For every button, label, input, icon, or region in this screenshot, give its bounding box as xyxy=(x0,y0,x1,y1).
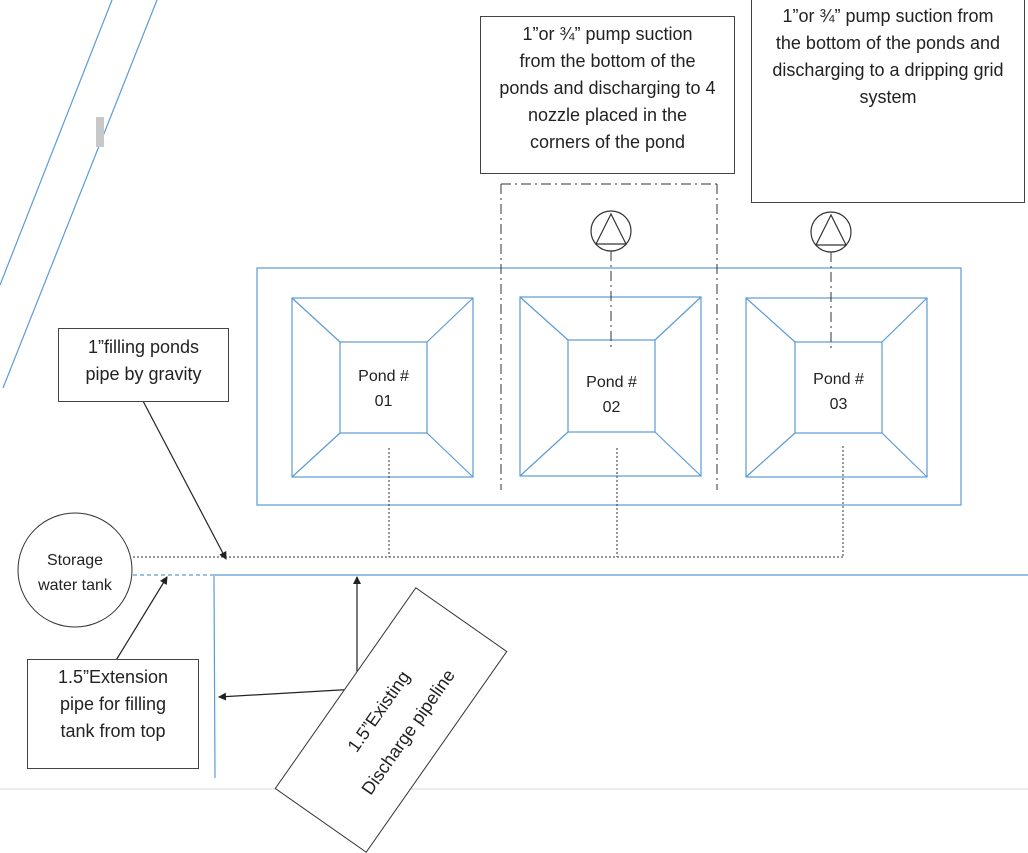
callout-line: tank from top xyxy=(60,721,166,741)
tank-label: Storage water tank xyxy=(18,548,132,598)
pond-layout-diagram xyxy=(0,0,1028,790)
pond-label-line: Pond # xyxy=(586,374,637,391)
pond-01 xyxy=(291,297,474,478)
callout-line: ponds and discharging to 4 xyxy=(499,78,716,98)
pond-03 xyxy=(745,297,928,478)
pond-label-line: 01 xyxy=(374,393,393,410)
road-line-right xyxy=(2,0,158,389)
pond-label-03: Pond # 03 xyxy=(795,367,882,417)
callout-line: pipe for filling xyxy=(59,694,167,714)
pump-icon xyxy=(590,210,632,252)
callout-line: 1”or ¾” pump suction from xyxy=(782,6,994,26)
pond-label-02: Pond # 02 xyxy=(568,370,655,420)
pond-label-line: Pond # xyxy=(358,368,409,385)
callout-line: from the bottom of the xyxy=(519,51,696,71)
arrow-discharge-left xyxy=(218,688,358,701)
pond-label-line: 02 xyxy=(602,399,621,416)
pond-label-line: Pond # xyxy=(813,371,864,388)
callout-line: the bottom of the ponds and xyxy=(775,33,1001,53)
callout-line: 1”filling ponds xyxy=(87,337,200,357)
callout-line: system xyxy=(859,87,917,107)
callout-pump-pond-02: 1”or ¾” pump suction from the bottom of … xyxy=(480,16,735,174)
pond-enclosure xyxy=(256,267,962,506)
road-marker xyxy=(96,117,104,147)
pond-label-01: Pond # 01 xyxy=(340,364,427,414)
road-line-left xyxy=(0,0,113,286)
callout-line: nozzle placed in the xyxy=(527,105,688,125)
tank-label-line: Storage xyxy=(46,552,104,569)
callout-line: 1.5”Extension xyxy=(57,667,169,687)
callout-line: discharging to a dripping grid xyxy=(772,60,1004,80)
storage-tank xyxy=(17,512,133,628)
tank-label-line: water tank xyxy=(38,577,112,594)
callout-filling-pipe: 1”filling ponds pipe by gravity xyxy=(58,328,229,402)
pond-label-line: 03 xyxy=(829,396,848,413)
callout-extension-pipe: 1.5”Extension pipe for filling tank from… xyxy=(27,659,199,769)
callout-line: pipe by gravity xyxy=(85,364,202,384)
callout-line: 1”or ¾” pump suction xyxy=(522,24,693,44)
nozzle-zone-boundary xyxy=(500,183,718,490)
callout-pump-pond-03: 1”or ¾” pump suction from the bottom of … xyxy=(751,0,1025,203)
existing-pipeline-branch xyxy=(213,575,216,779)
filling-pipe-manifold xyxy=(133,446,844,558)
callout-line: corners of the pond xyxy=(529,132,686,152)
arrow-extension-pipe xyxy=(114,576,168,663)
arrow-filling-pipe xyxy=(142,400,227,560)
pump-icon xyxy=(810,211,852,253)
